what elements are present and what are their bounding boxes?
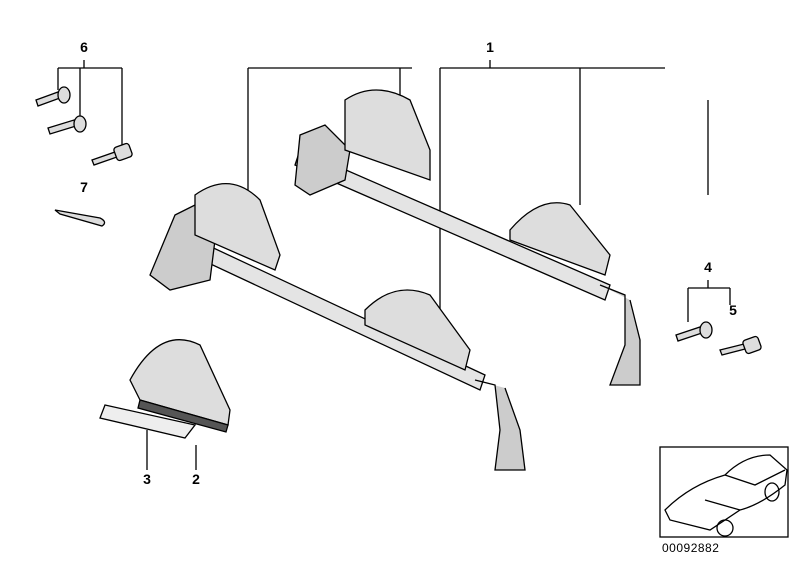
- callout-2[interactable]: 2: [192, 471, 200, 487]
- key-icon: [91, 142, 133, 166]
- leader-lines-6: [57, 60, 123, 148]
- rubber-pad-part: [99, 404, 197, 439]
- leader-lines-4: [687, 280, 731, 322]
- key-blade-icon: [54, 209, 106, 227]
- holder-base-strip: [137, 399, 229, 433]
- callout-1[interactable]: 1: [486, 39, 494, 55]
- vehicle-inset-frame: [659, 446, 789, 538]
- callout-6[interactable]: 6: [80, 39, 88, 55]
- screw-icon: [675, 321, 713, 342]
- key-icon: [719, 335, 762, 356]
- callout-7[interactable]: 7: [80, 179, 88, 195]
- callout-3[interactable]: 3: [143, 471, 151, 487]
- leader-lines-1: [247, 60, 709, 320]
- drawing-number: 00092882: [662, 541, 720, 555]
- screw-icon: [47, 115, 87, 135]
- roof-rack-front-bar: [149, 182, 526, 471]
- callout-5[interactable]: 5: [729, 302, 737, 318]
- screw-icon: [35, 86, 71, 107]
- vehicle-icon: [664, 454, 788, 537]
- callout-4[interactable]: 4: [704, 259, 712, 275]
- leader-lines-2-3: [146, 430, 197, 470]
- roof-rack-rear-bar: [294, 89, 641, 386]
